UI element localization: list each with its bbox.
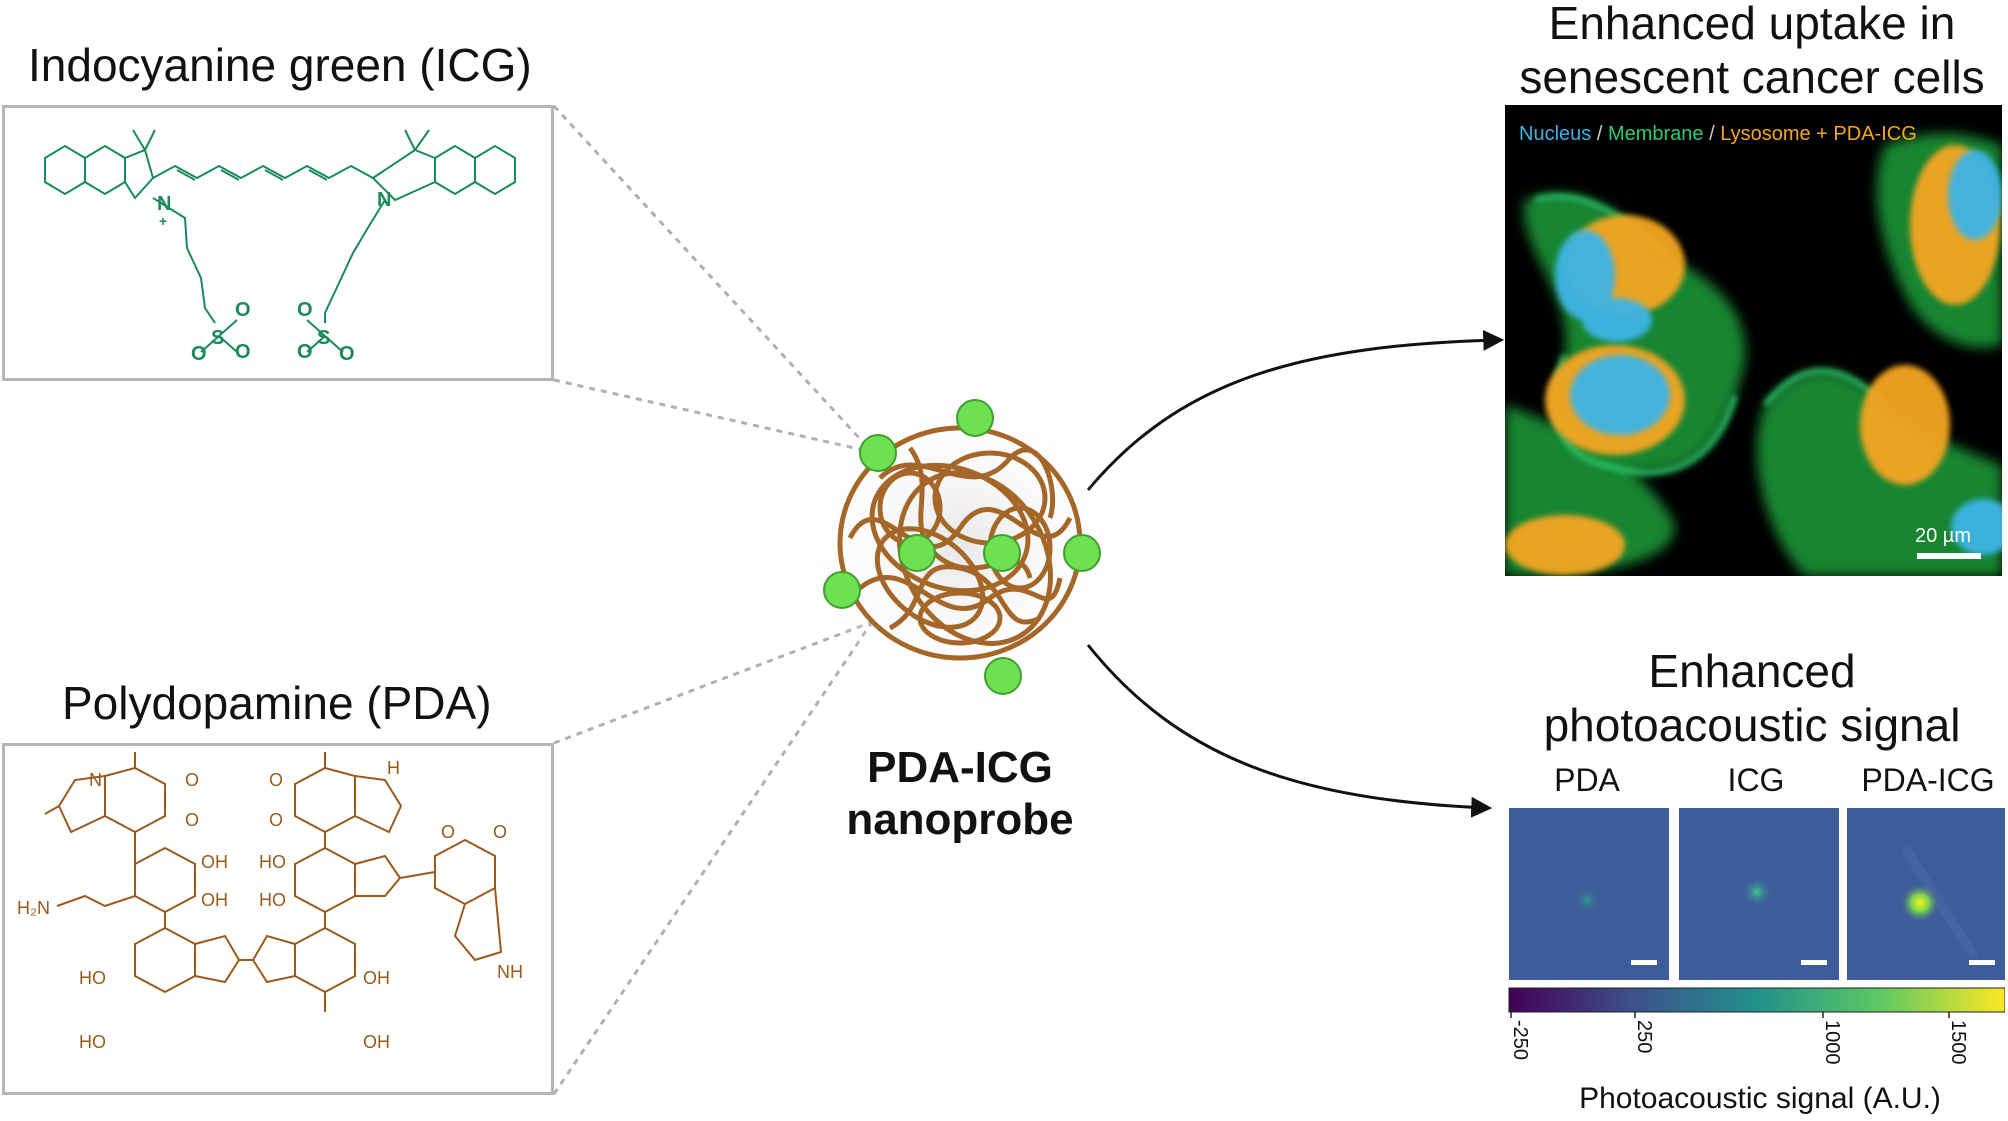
pda-o1-label: O — [185, 770, 199, 790]
cell-image — [1505, 133, 2002, 576]
pda-connector-top — [553, 620, 873, 745]
microscopy-legend: Nucleus / Membrane / Lysosome + PDA-ICG — [1519, 123, 1917, 146]
pda-oh3-label: OH — [363, 968, 390, 988]
pda-n-label: N — [89, 770, 102, 790]
icg-structure-box: N + N S O O O S O O O — [2, 105, 554, 381]
colorbar-label: Photoacoustic signal (A.U.) — [1579, 1082, 1941, 1115]
pda-nh-label: NH — [497, 962, 523, 982]
pda-structure-box: N O O O O H OH OH HO HO H₂N HO HO OH OH … — [2, 743, 554, 1095]
icg-dot — [823, 571, 861, 609]
pda-oh2-label: OH — [201, 890, 228, 910]
icg-dot — [956, 399, 994, 437]
colorbar: -250 250 1000 1500 — [1508, 987, 2005, 1065]
pda-o5-label: O — [441, 822, 455, 842]
icg-dot — [898, 534, 936, 572]
pda-h2n-label: H₂N — [17, 898, 50, 918]
colorbar-tick: 1500 — [1947, 1020, 1969, 1065]
pda-ho4-label: HO — [79, 1032, 106, 1052]
pda-h1-label: H — [387, 758, 400, 778]
icg-dot — [983, 534, 1021, 572]
pa-scale-bar — [1631, 960, 1657, 965]
pa-scale-bar — [1801, 960, 1827, 965]
icg-s2-label: S — [317, 327, 330, 349]
nanoprobe-illustration — [800, 383, 1120, 703]
icg-plus-label: + — [159, 213, 167, 229]
pa-scale-bar — [1969, 960, 1995, 965]
photoacoustic-images — [1509, 808, 2005, 980]
legend-lysosome: Lysosome + PDA-ICG — [1720, 123, 1917, 145]
icg-structure: N + N S O O O S O O O — [44, 129, 516, 365]
icg-dots — [823, 399, 1101, 695]
photoacoustic-title: Enhanced photoacoustic signal — [1502, 644, 2002, 752]
pda-ho2-label: HO — [259, 890, 286, 910]
nucleus-signal — [1555, 150, 2002, 555]
uptake-title-line2: senescent cancer cells — [1519, 51, 1985, 103]
photoacoustic-title-line1: Enhanced — [1648, 645, 1856, 697]
colorbar-tick: 250 — [1633, 1020, 1655, 1053]
icg-o1-label: O — [235, 299, 251, 321]
icg-s1-label: S — [211, 327, 224, 349]
panel-label-pda: PDA — [1554, 762, 1620, 798]
pda-o3-label: O — [269, 770, 283, 790]
legend-nucleus: Nucleus — [1519, 123, 1592, 145]
microscopy-image: Nucleus / Membrane / Lysosome + PDA-ICG … — [1505, 105, 2002, 576]
nanoprobe-label-line2: nanoprobe — [846, 795, 1074, 844]
pda-structure: N O O O O H OH OH HO HO H₂N HO HO OH OH … — [17, 752, 523, 1052]
icg-dot — [859, 434, 897, 472]
arrow-to-photoacoustic — [1086, 644, 1493, 818]
pda-o6-label: O — [493, 822, 507, 842]
colorbar-tick: -250 — [1509, 1020, 1531, 1060]
nanoprobe-label-line1: PDA-ICG — [867, 743, 1053, 792]
pda-o4-label: O — [269, 810, 283, 830]
pda-oh4-label: OH — [363, 1032, 390, 1052]
arrow-to-uptake — [1086, 329, 1505, 491]
scale-bar-label: 20 µm — [1915, 525, 1971, 547]
colorbar-tick: 1000 — [1821, 1020, 1843, 1065]
uptake-title: Enhanced uptake in senescent cancer cell… — [1502, 0, 2002, 104]
icg-n2-label: N — [377, 189, 391, 211]
icg-o3-label: O — [191, 343, 207, 365]
icg-o4-label: O — [297, 299, 313, 321]
scale-bar — [1917, 553, 1981, 559]
icg-n1-label: N — [157, 193, 171, 215]
pda-ho1-label: HO — [259, 852, 286, 872]
pda-title: Polydopamine (PDA) — [62, 677, 492, 729]
nanoprobe-label: PDA-ICG nanoprobe — [800, 742, 1120, 846]
pda-ho3-label: HO — [79, 968, 106, 988]
icg-o6-label: O — [339, 343, 355, 365]
panel-label-icg: ICG — [1727, 762, 1785, 798]
icg-o2-label: O — [235, 341, 251, 363]
legend-separator: / — [1591, 123, 1608, 145]
icg-o5-label: O — [297, 341, 313, 363]
uptake-title-line1: Enhanced uptake in — [1548, 0, 1956, 49]
legend-membrane: Membrane — [1607, 123, 1704, 145]
legend-separator: / — [1703, 123, 1721, 145]
icg-title: Indocyanine green (ICG) — [28, 39, 532, 91]
pda-oh1-label: OH — [201, 852, 228, 872]
pda-o2-label: O — [185, 810, 199, 830]
icg-dot — [1063, 534, 1101, 572]
icg-dot — [984, 657, 1022, 695]
colorbar-gradient — [1508, 987, 2005, 1013]
photoacoustic-title-line2: photoacoustic signal — [1543, 699, 1961, 751]
panel-label-pda-icg: PDA-ICG — [1861, 762, 1995, 798]
